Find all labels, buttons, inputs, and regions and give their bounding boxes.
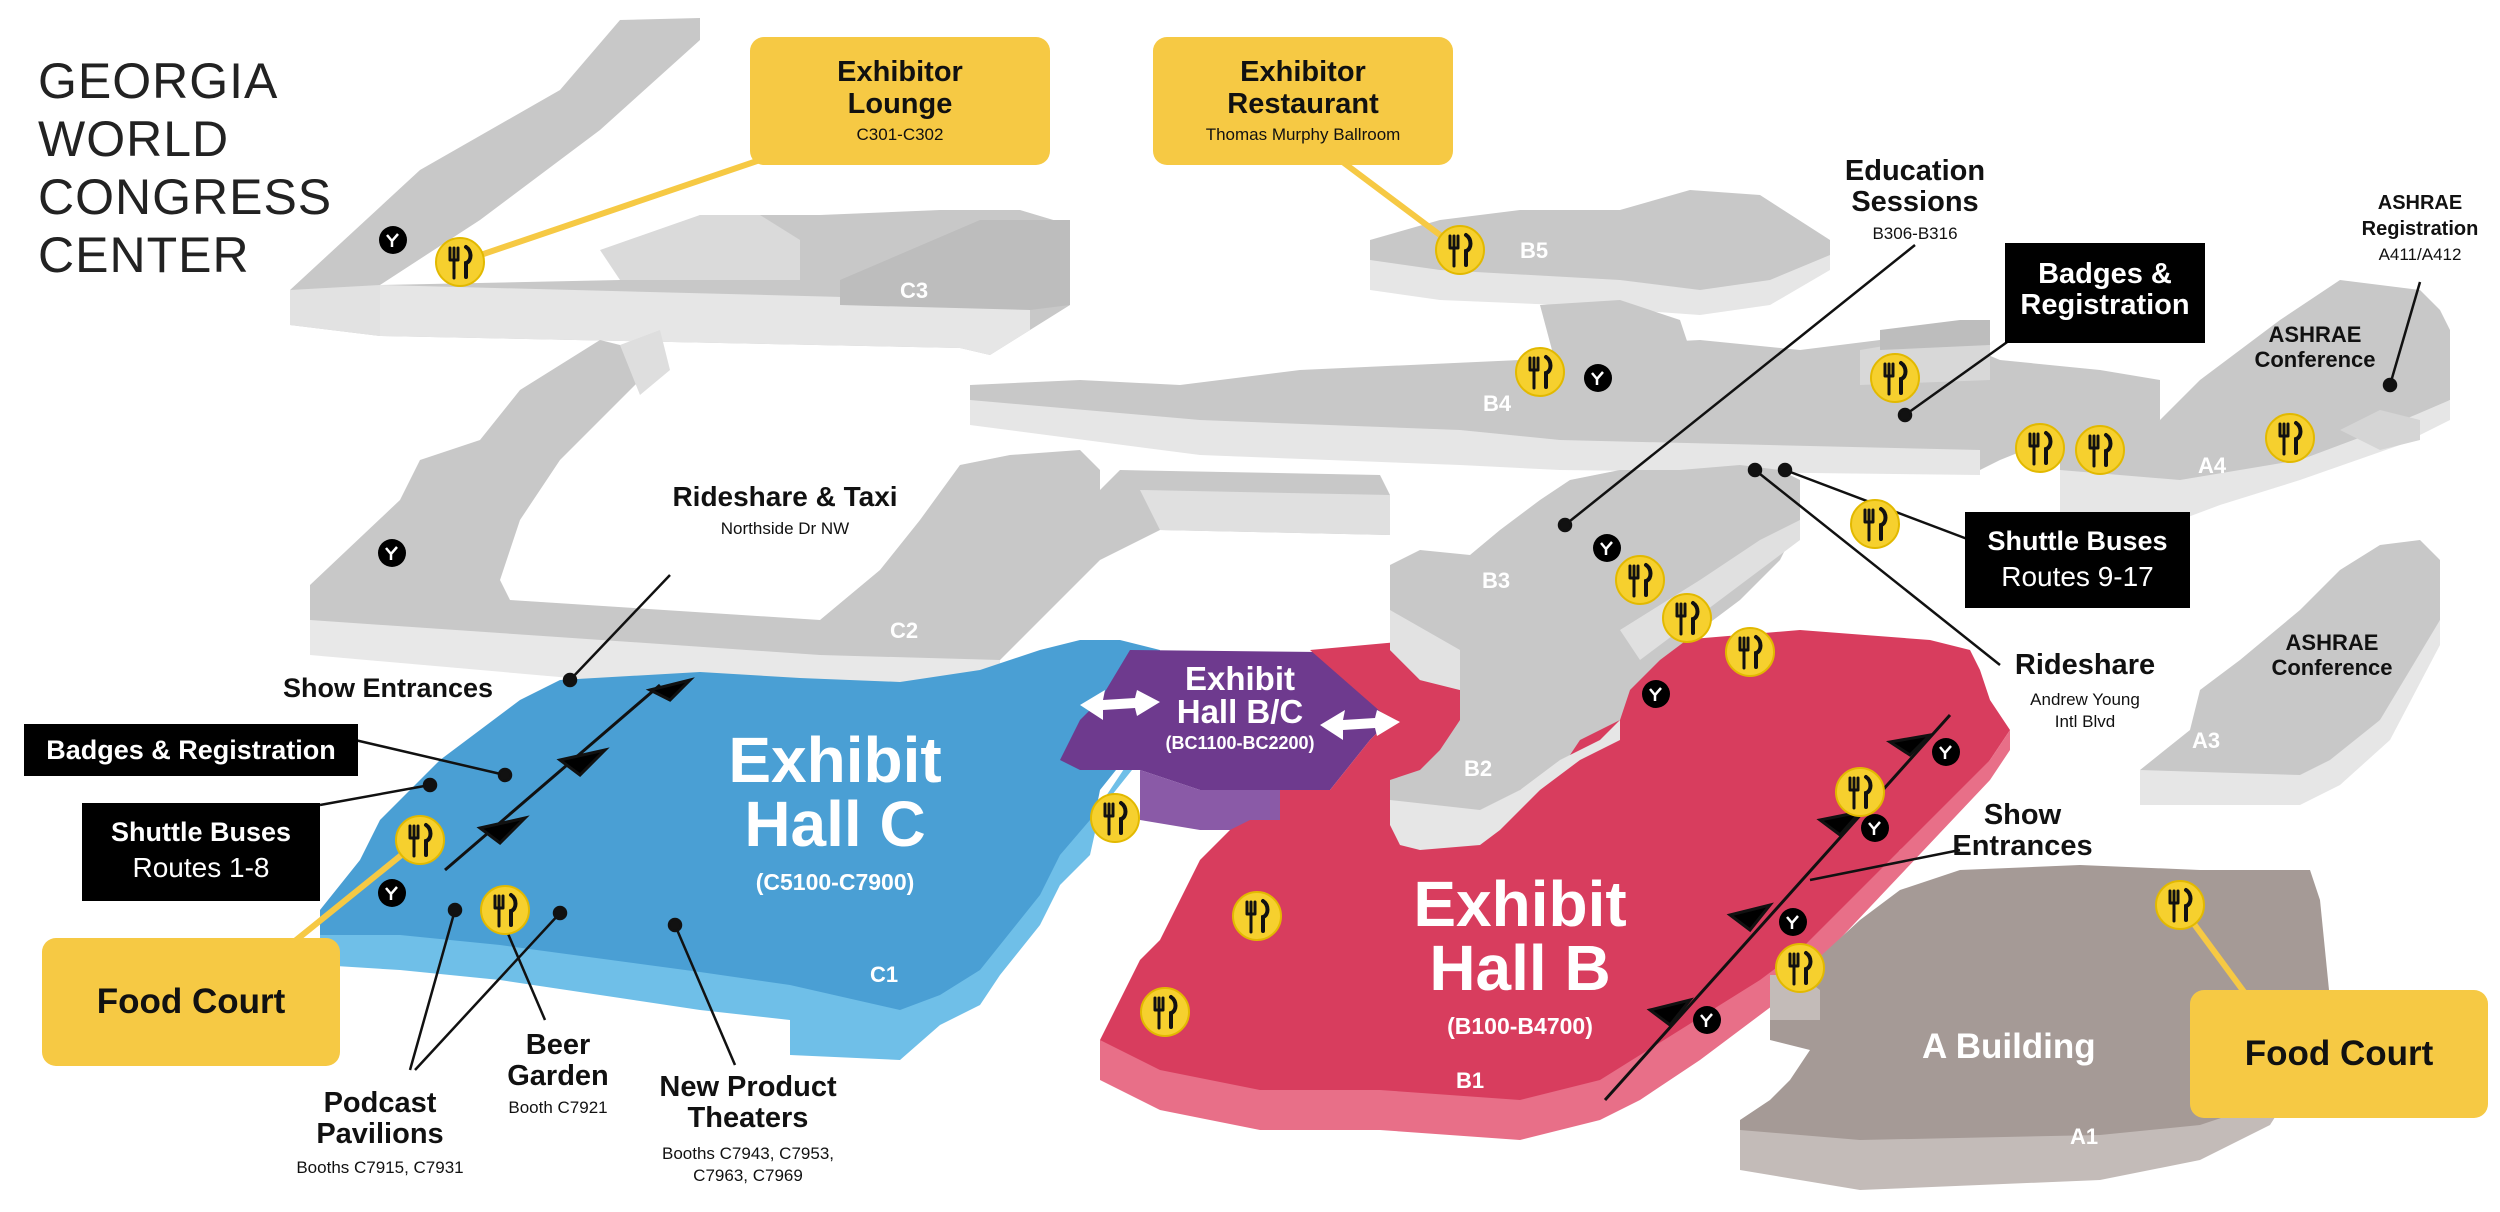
building-label-b5: B5: [1520, 238, 1549, 263]
hall-bc-label: Exhibit Hall B/C (BC1100-BC2200): [1165, 660, 1315, 753]
exhibit-hall-b: [1100, 630, 2010, 1140]
hall-b-label: Exhibit Hall B (B100-B4700): [1413, 868, 1627, 1039]
podcast-pavilions-label: Podcast Pavilions Booths C7915, C7931: [296, 1087, 464, 1177]
hall-c-label: Exhibit Hall C (C5100-C7900): [728, 724, 942, 895]
building-label-c3: C3: [900, 278, 929, 303]
connector-arrow-icon: [1080, 690, 1400, 740]
building-a4: [2060, 280, 2450, 520]
entrance-arrow-icon: [444, 677, 1952, 1102]
beer-garden-label: Beer Garden Booth C7921: [507, 1029, 609, 1117]
exhibitor-restaurant-callout: Exhibitor Restaurant Thomas Murphy Ballr…: [1153, 37, 1453, 165]
badges-registration-right-callout: Badges & Registration: [2005, 243, 2205, 343]
badges-registration-left-callout: Badges & Registration: [24, 724, 358, 776]
exhibit-hall-c: [320, 640, 1160, 1060]
building-label-c2: C2: [890, 618, 919, 643]
rideshare-taxi-label: Rideshare & Taxi Northside Dr NW: [672, 481, 898, 539]
a-building-label: A Building: [1922, 1027, 2096, 1066]
ashrae-registration-label: ASHRAE Registration A411/A412: [2361, 192, 2479, 264]
building-label-b2: B2: [1464, 756, 1493, 781]
callout-leaders-black: [319, 244, 2422, 1071]
building-label-c1: C1: [870, 962, 899, 987]
show-entrances-left-label: Show Entrances: [282, 673, 494, 703]
building-label-b4: B4: [1483, 391, 1512, 416]
food-court-left-callout: Food Court: [42, 938, 340, 1066]
venue-title: GEORGIA WORLD CONGRESS CENTER: [38, 53, 333, 283]
shuttle-buses-left-callout: Shuttle Buses Routes 1-8: [82, 803, 320, 901]
building-label-b3: B3: [1482, 568, 1511, 593]
new-product-theaters-label: New Product Theaters Booths C7943, C7953…: [659, 1071, 837, 1185]
callout-leaders-yellow: [288, 157, 2253, 1002]
exhibitor-lounge-callout: Exhibitor Lounge C301-C302: [750, 37, 1050, 165]
building-a3: [2140, 540, 2440, 805]
show-entrances-right-label: Show Entrances: [1952, 799, 2093, 863]
shuttle-buses-right-callout: Shuttle Buses Routes 9-17: [1965, 512, 2190, 608]
building-label-b1: B1: [1456, 1068, 1485, 1093]
food-court-right-callout: Food Court: [2190, 990, 2488, 1118]
building-label-a4: A4: [2198, 453, 2227, 478]
building-c3: [290, 18, 1070, 355]
education-sessions-label: Education Sessions B306-B316: [1844, 155, 1986, 243]
building-label-a1: A1: [2070, 1124, 2099, 1149]
ashrae-conference-a3-label: ASHRAE Conference: [2271, 630, 2393, 681]
ashrae-conference-a4-label: ASHRAE Conference: [2254, 322, 2376, 373]
building-label-a3: A3: [2192, 728, 2221, 753]
rideshare-label: Rideshare Andrew Young Intl Blvd: [2014, 649, 2156, 732]
building-b4-b5: [970, 190, 2160, 475]
